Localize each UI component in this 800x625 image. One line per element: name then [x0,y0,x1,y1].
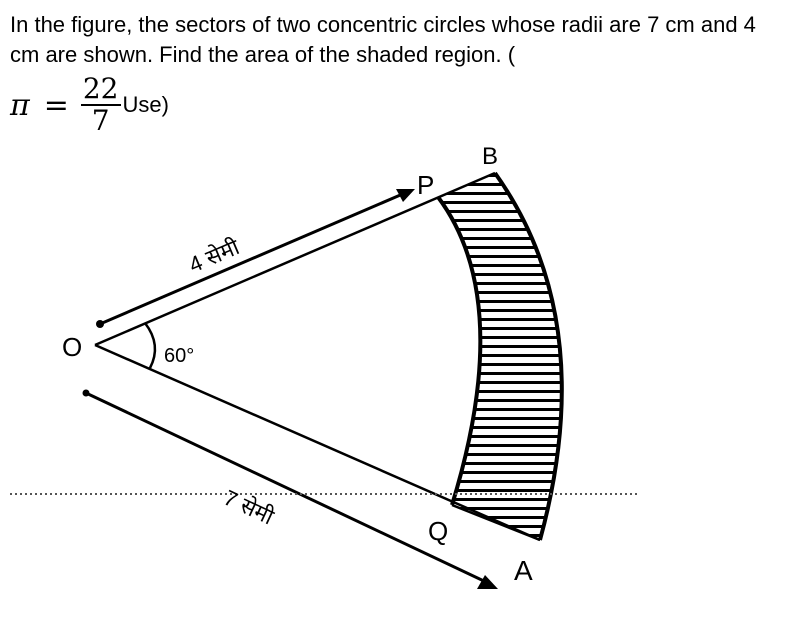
arrowhead-a [477,575,498,589]
arrowhead-p [396,189,415,202]
outer-arc [493,171,564,541]
label-angle: 60° [164,345,194,367]
inner-arc [436,195,483,506]
dimension-start-dot [96,320,104,328]
label-radius-7: 7 सेमी [220,485,278,530]
label-b: B [482,143,498,170]
angle-arc [144,322,157,369]
label-o: O [62,332,82,362]
label-radius-4: 4 सेमी [185,234,243,277]
fraction: 22 7 [80,72,121,137]
label-a: A [514,555,533,586]
equals-sign: = [43,87,69,123]
segment-qa [451,503,541,542]
pi-formula: π = 22 7 Use) [10,70,169,140]
use-text: Use) [122,92,169,117]
radius-line-oa [94,343,541,542]
radius-line-ob [94,171,496,347]
label-q: Q [428,516,448,546]
label-p: P [417,170,434,200]
dimension-start-dot-2 [82,389,90,397]
question-text: In the figure, the sectors of two concen… [10,10,790,70]
fraction-denominator: 7 [91,104,110,137]
pi-symbol: π [10,87,30,123]
question-sentence: In the figure, the sectors of two concen… [10,12,756,67]
fraction-numerator: 22 [80,72,121,106]
dimension-line-4cm [99,191,406,326]
dimension-line-7cm [85,391,487,584]
